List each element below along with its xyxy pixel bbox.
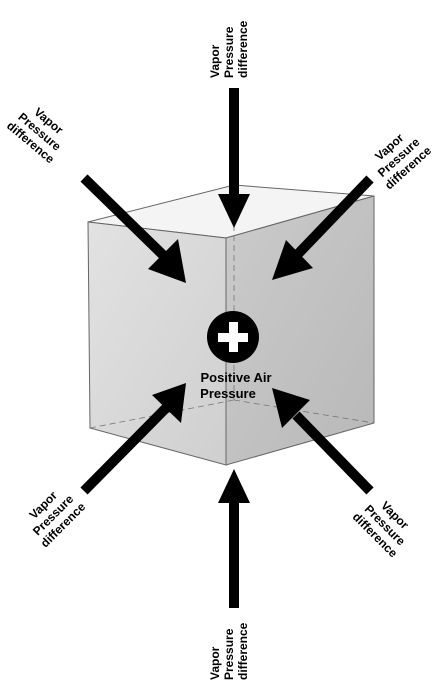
arrow-lower-right xyxy=(272,388,374,495)
cube xyxy=(87,184,375,466)
label-lower-left: Vapor Pressure difference xyxy=(26,488,88,550)
label-bottom-line1: Vapor xyxy=(208,646,222,680)
label-top-line3: difference xyxy=(236,20,250,78)
label-top-line2: Pressure xyxy=(222,26,236,78)
label-upper-right: Vapor Pressure difference xyxy=(372,130,434,192)
plus-icon-vertical xyxy=(229,322,238,352)
arrow-upper-left xyxy=(80,174,186,283)
positive-pressure-marker xyxy=(207,311,259,363)
center-label-line2: Pressure xyxy=(200,386,256,401)
arrow-top xyxy=(218,88,250,228)
center-label-line1: Positive Air xyxy=(200,370,271,385)
cube-left-face xyxy=(87,221,227,466)
label-upper-left: Vapor Pressure difference xyxy=(4,105,66,167)
label-bottom-line2: Pressure xyxy=(222,628,236,680)
arrow-upper-right xyxy=(272,175,374,280)
label-top-line1: Vapor xyxy=(208,44,222,78)
label-top: Vapor Pressure difference xyxy=(208,20,250,78)
arrow-lower-left xyxy=(80,383,186,495)
label-lower-right: Vapor Pressure difference xyxy=(350,498,412,560)
label-bottom-line3: difference xyxy=(236,622,250,680)
label-bottom: Vapor Pressure difference xyxy=(208,622,250,680)
arrow-bottom xyxy=(218,469,250,608)
arrows xyxy=(80,88,374,608)
hidden-edge-right xyxy=(233,399,375,424)
